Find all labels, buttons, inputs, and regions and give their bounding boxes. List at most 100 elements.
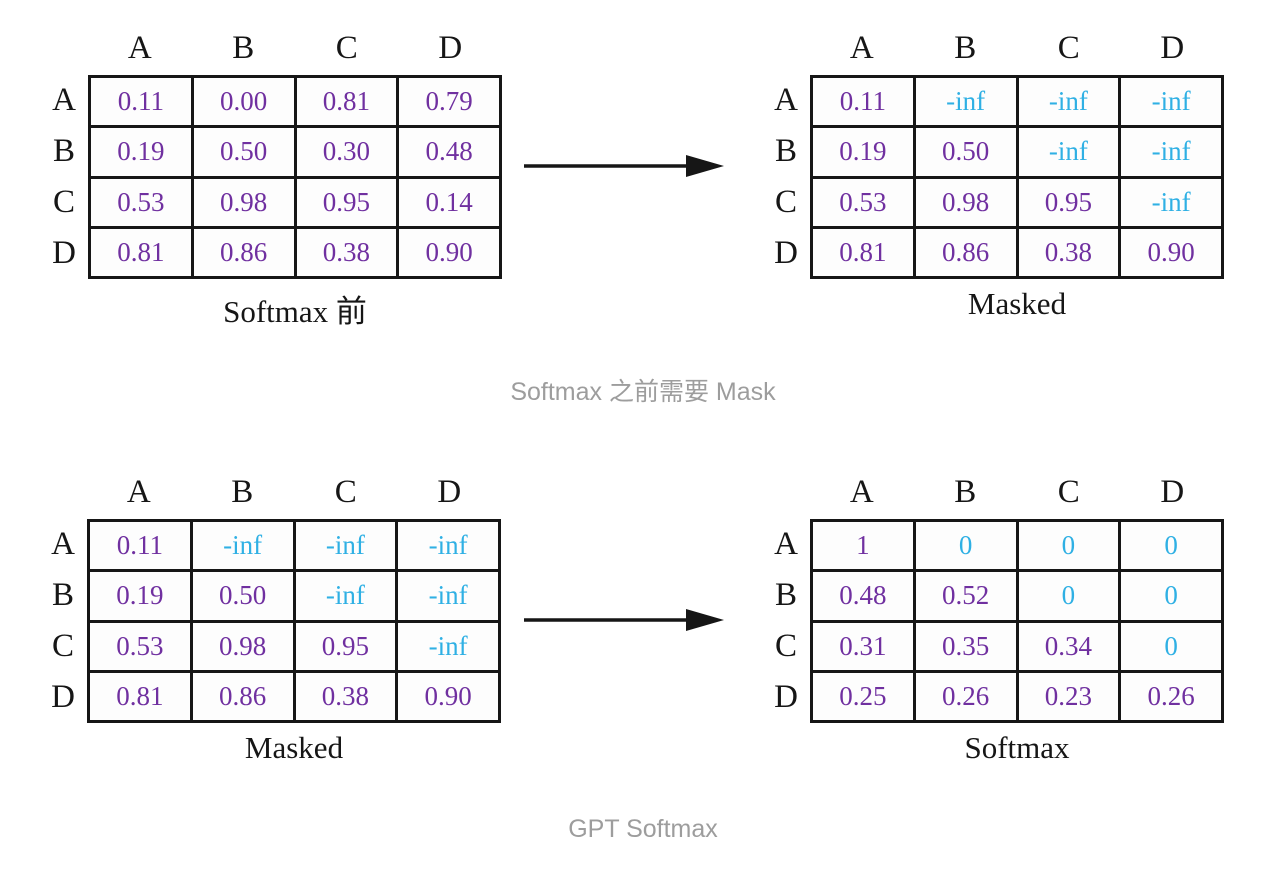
matrix-cell: 0.38 (1015, 225, 1122, 280)
col-header: A (849, 474, 874, 510)
matrix-cell: 0.95 (292, 619, 399, 673)
arrow-right-icon (524, 155, 724, 177)
matrix-cell: 0.26 (1118, 669, 1224, 724)
row-header: D (51, 679, 75, 715)
matrix-cell: -inf (1118, 74, 1224, 129)
matrix-cell: 0.11 (810, 74, 916, 129)
matrix-cell: 0.14 (396, 175, 502, 229)
matrix-cell: 0 (1118, 569, 1224, 623)
matrix-cell: 0.90 (395, 669, 501, 724)
matrix-label: Softmax (964, 730, 1070, 765)
matrix-cell: 0.35 (912, 619, 1019, 673)
matrix-cell: 0 (912, 518, 1019, 573)
matrix-cell: 0.79 (396, 74, 502, 129)
matrix-cell: 0.19 (87, 569, 193, 623)
matrix-cell: 0.90 (396, 225, 502, 280)
matrix-cell: -inf (292, 518, 399, 573)
col-header: D (1160, 474, 1185, 510)
col-header: B (954, 474, 977, 510)
matrix-cell: -inf (1015, 74, 1122, 129)
matrix-row: 0.11-inf-inf-inf (810, 74, 1224, 129)
matrix-cell: 0.98 (190, 175, 297, 229)
row-header: C (774, 184, 797, 220)
matrix-cell: -inf (189, 518, 296, 573)
arrow-right-icon (524, 609, 724, 631)
matrix-cell: -inf (395, 518, 501, 573)
row-header: A (51, 526, 75, 562)
col-header: B (232, 30, 255, 66)
matrix-cell: 0.50 (189, 569, 296, 623)
matrix-cell: 0.23 (1015, 669, 1122, 724)
matrix-cell: 0 (1015, 569, 1122, 623)
matrix-cell: 0.95 (293, 175, 400, 229)
matrix-cell: 0.48 (396, 125, 502, 179)
row-header: B (51, 577, 74, 613)
matrix-cell: 0.52 (912, 569, 1019, 623)
matrix-cell: -inf (1118, 125, 1224, 179)
matrix-label: Softmax 前 (223, 294, 367, 329)
matrix-cell: 0.81 (810, 225, 916, 280)
col-header: C (1057, 30, 1080, 66)
matrix-cell: 1 (810, 518, 916, 573)
matrix-cell: 0.38 (293, 225, 400, 280)
col-header: D (1160, 30, 1185, 66)
matrix-cell: 0.50 (190, 125, 297, 179)
row-header: B (774, 577, 797, 613)
matrix-cell: 0.81 (88, 225, 194, 280)
row-header: A (52, 82, 76, 118)
row-header: D (774, 235, 798, 271)
matrix-cell: 0.95 (1015, 175, 1122, 229)
matrix-cell: -inf (912, 74, 1019, 129)
col-header: A (126, 474, 151, 510)
matrix-cell: 0.81 (87, 669, 193, 724)
row-header: A (774, 526, 798, 562)
matrix-label: Masked (967, 286, 1067, 321)
matrix-cell: -inf (1118, 175, 1224, 229)
matrix-cell: 0.25 (810, 669, 916, 724)
figure-caption-top: Softmax 之前需要 Mask (510, 378, 776, 406)
row-header: C (774, 628, 797, 664)
matrix-cell: 0 (1118, 518, 1224, 573)
row-header: D (774, 679, 798, 715)
col-header: A (127, 30, 152, 66)
matrix-cell: 0.86 (189, 669, 296, 724)
col-header: D (438, 30, 463, 66)
matrix-cell: 0.34 (1015, 619, 1122, 673)
col-header: D (437, 474, 462, 510)
row-header: C (51, 628, 74, 664)
matrix-cell: 0.98 (912, 175, 1019, 229)
row-header: A (774, 82, 798, 118)
matrix-cell: 0 (1015, 518, 1122, 573)
matrix-cell: 0.50 (912, 125, 1019, 179)
matrix-cell: 0 (1118, 619, 1224, 673)
matrix-cell: 0.31 (810, 619, 916, 673)
matrix-cell: 0.90 (1118, 225, 1224, 280)
figure-caption-bottom: GPT Softmax (568, 815, 718, 843)
matrix-row: 0.11-inf-inf-inf (87, 518, 501, 573)
col-header: C (334, 474, 357, 510)
row-header: C (52, 184, 75, 220)
matrix-cell: 0.53 (88, 175, 194, 229)
